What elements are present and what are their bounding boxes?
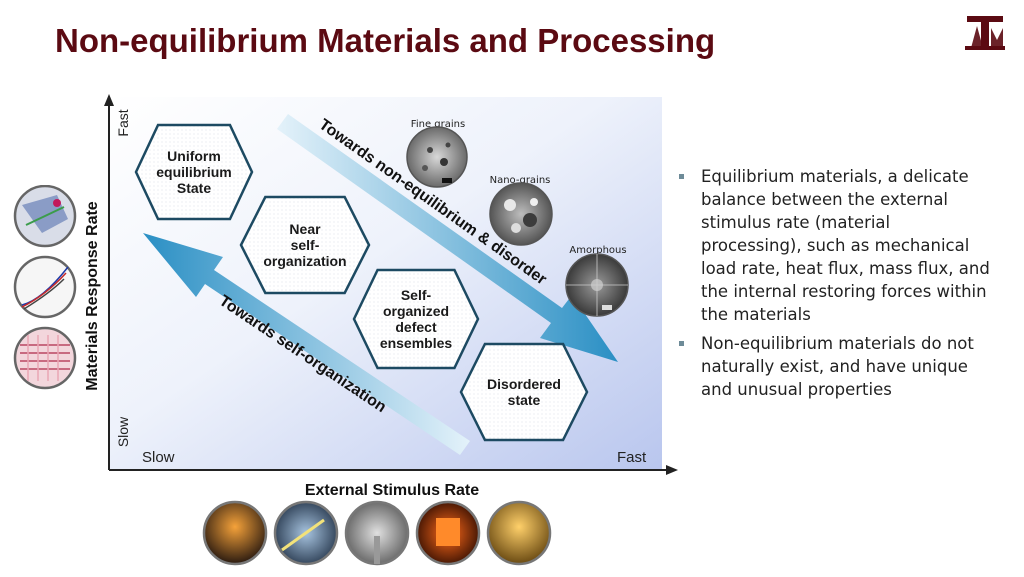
thumbnail-laser [202, 500, 268, 566]
micrograph-label: Amorphous [569, 245, 626, 256]
hexagon-shape [459, 342, 589, 442]
hexagon-shape [352, 268, 480, 370]
hexagon-label: self- [291, 237, 320, 253]
page-title: Non-equilibrium Materials and Processing [55, 22, 716, 59]
hexagon-label: organized [383, 303, 449, 319]
micrograph-label: Nano-grains [490, 175, 551, 186]
hexagon-label: Disordered [487, 376, 561, 392]
bullet-list: Equilibrium materials, a delicate balanc… [676, 165, 991, 407]
side-thumbnails [13, 185, 77, 390]
hexagon-label: State [177, 180, 211, 196]
axes [104, 94, 678, 475]
hexagons: UniformequilibriumStateNearself-organiza… [134, 123, 589, 442]
micrograph-amorphous: Amorphous [565, 245, 629, 317]
hexagon-label: organization [263, 253, 346, 269]
hexagon-label: state [508, 392, 541, 408]
bullet-item: Equilibrium materials, a delicate balanc… [676, 165, 991, 326]
micrograph-fine-grains: Fine grains [406, 119, 468, 188]
y-axis-high: Fast [115, 109, 131, 136]
bullet-item: Non-equilibrium materials do not natural… [676, 332, 991, 401]
thumbnail-schematic [13, 185, 77, 248]
x-axis-label: External Stimulus Rate [305, 482, 479, 499]
x-axis-high: Fast [617, 449, 647, 466]
thumbnail-lattice [13, 326, 77, 390]
hexagon-shape [134, 123, 254, 221]
hexagon-label: Near [289, 221, 321, 237]
thumbnail-furnace [415, 500, 481, 566]
thumbnail-impact [344, 500, 410, 566]
y-axis-low: Slow [115, 416, 131, 447]
y-axis-label: Materials Response Rate [84, 201, 101, 391]
hexagon-label: Uniform [167, 148, 221, 164]
micrograph-label: Fine grains [411, 119, 465, 130]
tamu-logo [965, 16, 1005, 50]
thumbnail-curves [13, 255, 77, 319]
x-axis-low: Slow [142, 449, 175, 466]
process-thumbnails [202, 500, 552, 566]
hexagon-label: ensembles [380, 335, 453, 351]
hexagon-label: defect [395, 319, 437, 335]
micrograph-nano-grains: Nano-grains [489, 175, 553, 246]
thumbnail-ion-beam [273, 500, 339, 566]
hexagon-shape [239, 195, 371, 295]
thumbnail-welding [486, 500, 552, 566]
hexagon-label: equilibrium [156, 164, 231, 180]
hexagon-label: Self- [401, 287, 432, 303]
